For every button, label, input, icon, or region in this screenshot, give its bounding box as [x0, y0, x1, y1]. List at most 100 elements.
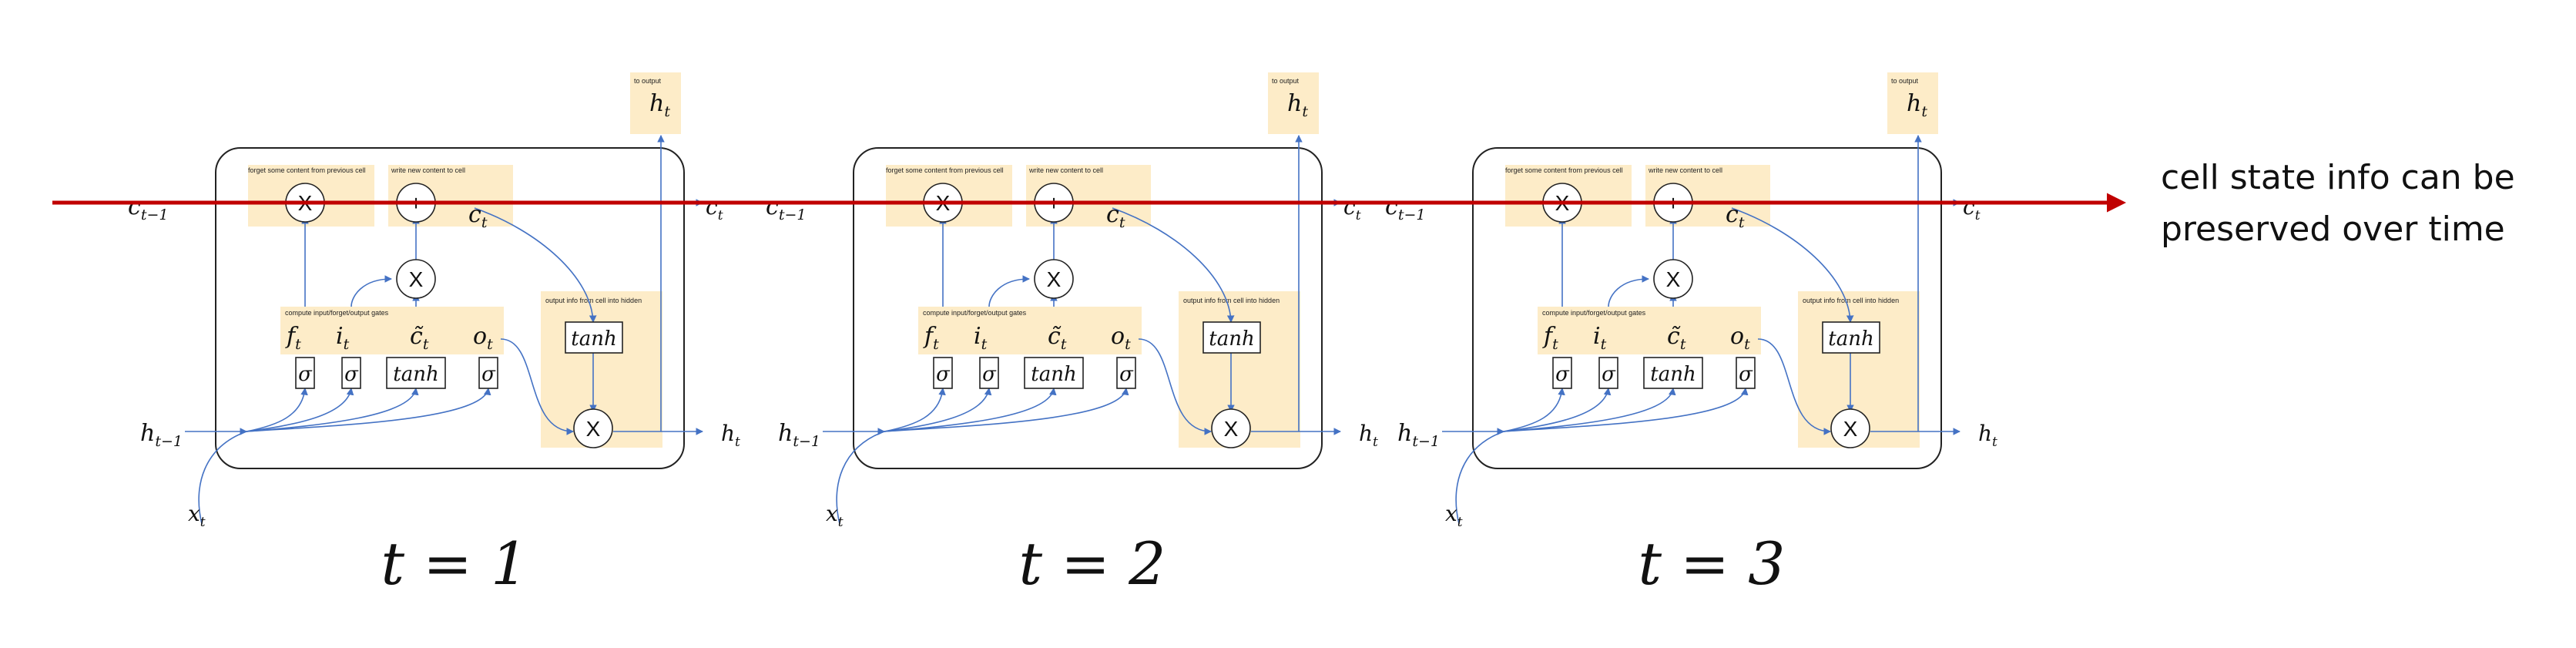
- h-to-input-gate: [246, 388, 354, 432]
- to-output-annotation: to output: [1272, 77, 1300, 85]
- x-in-line: [198, 431, 247, 525]
- output-tanh-box: [1202, 321, 1261, 354]
- candidate-tanh-label: tanh: [1031, 363, 1076, 386]
- write-annotation: write new content to cell: [391, 166, 465, 174]
- output-tanh-label: tanh: [1209, 327, 1254, 351]
- input-mult-symbol: X: [1047, 267, 1062, 291]
- input-sigma-label: σ: [982, 363, 997, 386]
- output-sigma-box: [478, 357, 498, 389]
- forget-annotation: forget some content from previous cell: [1505, 166, 1623, 174]
- c-tilde-label: c̃t: [1667, 323, 1686, 353]
- h-to-forget-gate: [884, 388, 946, 432]
- to-output-annotation: to output: [1891, 77, 1919, 85]
- c-to-tanh: [1112, 207, 1235, 323]
- i-gate-label: it: [974, 323, 988, 353]
- output-tanh-label: tanh: [571, 327, 616, 351]
- write-annotation: write new content to cell: [1028, 166, 1103, 174]
- h-to-tanh-gate: [884, 388, 1057, 432]
- h-top-label: ht: [649, 90, 670, 120]
- output-mult-symbol: X: [586, 417, 601, 441]
- output-tanh-label: tanh: [1828, 327, 1873, 351]
- x-in-label: xt: [1445, 501, 1463, 530]
- i-gate-label: it: [1593, 323, 1607, 353]
- h-top-label: ht: [1907, 90, 1927, 120]
- c-cell-label: ct: [1726, 201, 1745, 231]
- h-prev-label: ht−1: [140, 420, 183, 450]
- input-sigma-box: [1598, 357, 1618, 389]
- h-top-label: ht: [1287, 90, 1308, 120]
- candidate-tanh-box: [1643, 357, 1703, 389]
- output-tanh-box: [1822, 321, 1880, 354]
- c-prev-label: ct−1: [1385, 193, 1425, 223]
- h-to-forget-gate: [1503, 388, 1565, 432]
- c-out-label: ct: [706, 194, 723, 223]
- output-tanh-box: [565, 321, 623, 354]
- time-label: t = 3: [1639, 529, 1786, 598]
- x-in-line: [836, 431, 885, 525]
- forget-sigma-box: [295, 357, 315, 389]
- input-mult-node: [1653, 259, 1693, 299]
- o-gate-label: ot: [1730, 323, 1750, 353]
- h-to-output-gate: [884, 388, 1129, 432]
- c-out-label: ct: [1343, 194, 1361, 223]
- to-output-annotation: to output: [634, 77, 662, 85]
- time-label: t = 2: [1019, 529, 1166, 598]
- to-output-highlight: [630, 72, 681, 134]
- x-in-label: xt: [826, 501, 844, 530]
- output-sigma-box: [1116, 357, 1136, 389]
- h-to-input-gate: [1503, 388, 1612, 432]
- input-sigma-label: σ: [344, 363, 359, 386]
- lstm-cell-1: forget some content from previous cell wr…: [128, 72, 740, 598]
- gates-annotation: compute input/forget/output gates: [285, 309, 389, 317]
- i-gate-label: it: [336, 323, 350, 353]
- output-mult-symbol: X: [1843, 417, 1858, 441]
- c-cell-label: ct: [1106, 201, 1125, 231]
- h-out-label: ht: [1978, 421, 1997, 450]
- x-in-label: xt: [188, 501, 206, 530]
- lstm-cell-2: forget some content from previous cell wr…: [766, 72, 1378, 598]
- input-to-mult: [351, 275, 392, 307]
- h-prev-label: ht−1: [1397, 420, 1440, 450]
- h-to-input-gate: [884, 388, 992, 432]
- cell-outline: [1472, 147, 1942, 469]
- input-mult-symbol: X: [409, 267, 424, 291]
- gates-highlight: [280, 307, 504, 354]
- forget-annotation: forget some content from previous cell: [886, 166, 1004, 174]
- output-sigma-label: σ: [1739, 363, 1753, 386]
- o-to-out-mult: [500, 338, 574, 435]
- output-sigma-label: σ: [481, 363, 496, 386]
- to-output-highlight: [1268, 72, 1319, 134]
- time-label: t = 1: [381, 529, 528, 598]
- c-out-label: ct: [1963, 194, 1981, 223]
- input-sigma-box: [979, 357, 999, 389]
- h-to-tanh-gate: [1503, 388, 1676, 432]
- h-out-label: ht: [721, 421, 740, 450]
- forget-sigma-label: σ: [1555, 363, 1570, 386]
- caption-line-2: preserved over time: [2161, 210, 2505, 249]
- caption-line-1: cell state info can be: [2161, 158, 2515, 197]
- output-mult-node: [573, 408, 613, 448]
- to-output-highlight: [1887, 72, 1938, 134]
- output-annotation: output info from cell into hidden: [1803, 297, 1899, 304]
- o-to-out-mult: [1757, 338, 1831, 435]
- forget-sigma-label: σ: [936, 363, 951, 386]
- candidate-tanh-box: [1024, 357, 1084, 389]
- c-prev-label: ct−1: [766, 193, 806, 223]
- output-mult-node: [1211, 408, 1251, 448]
- forget-sigma-box: [1552, 357, 1572, 389]
- h-to-tanh-gate: [246, 388, 419, 432]
- gates-annotation: compute input/forget/output gates: [1542, 309, 1646, 317]
- forget-annotation: forget some content from previous cell: [248, 166, 366, 174]
- forget-sigma-box: [933, 357, 953, 389]
- o-gate-label: ot: [1111, 323, 1131, 353]
- input-mult-node: [396, 259, 436, 299]
- gates-highlight: [918, 307, 1142, 354]
- input-to-mult: [1608, 275, 1649, 307]
- input-mult-node: [1034, 259, 1074, 299]
- output-sigma-box: [1736, 357, 1756, 389]
- gates-annotation: compute input/forget/output gates: [923, 309, 1027, 317]
- h-to-output-gate: [1503, 388, 1749, 432]
- candidate-tanh-label: tanh: [393, 363, 438, 386]
